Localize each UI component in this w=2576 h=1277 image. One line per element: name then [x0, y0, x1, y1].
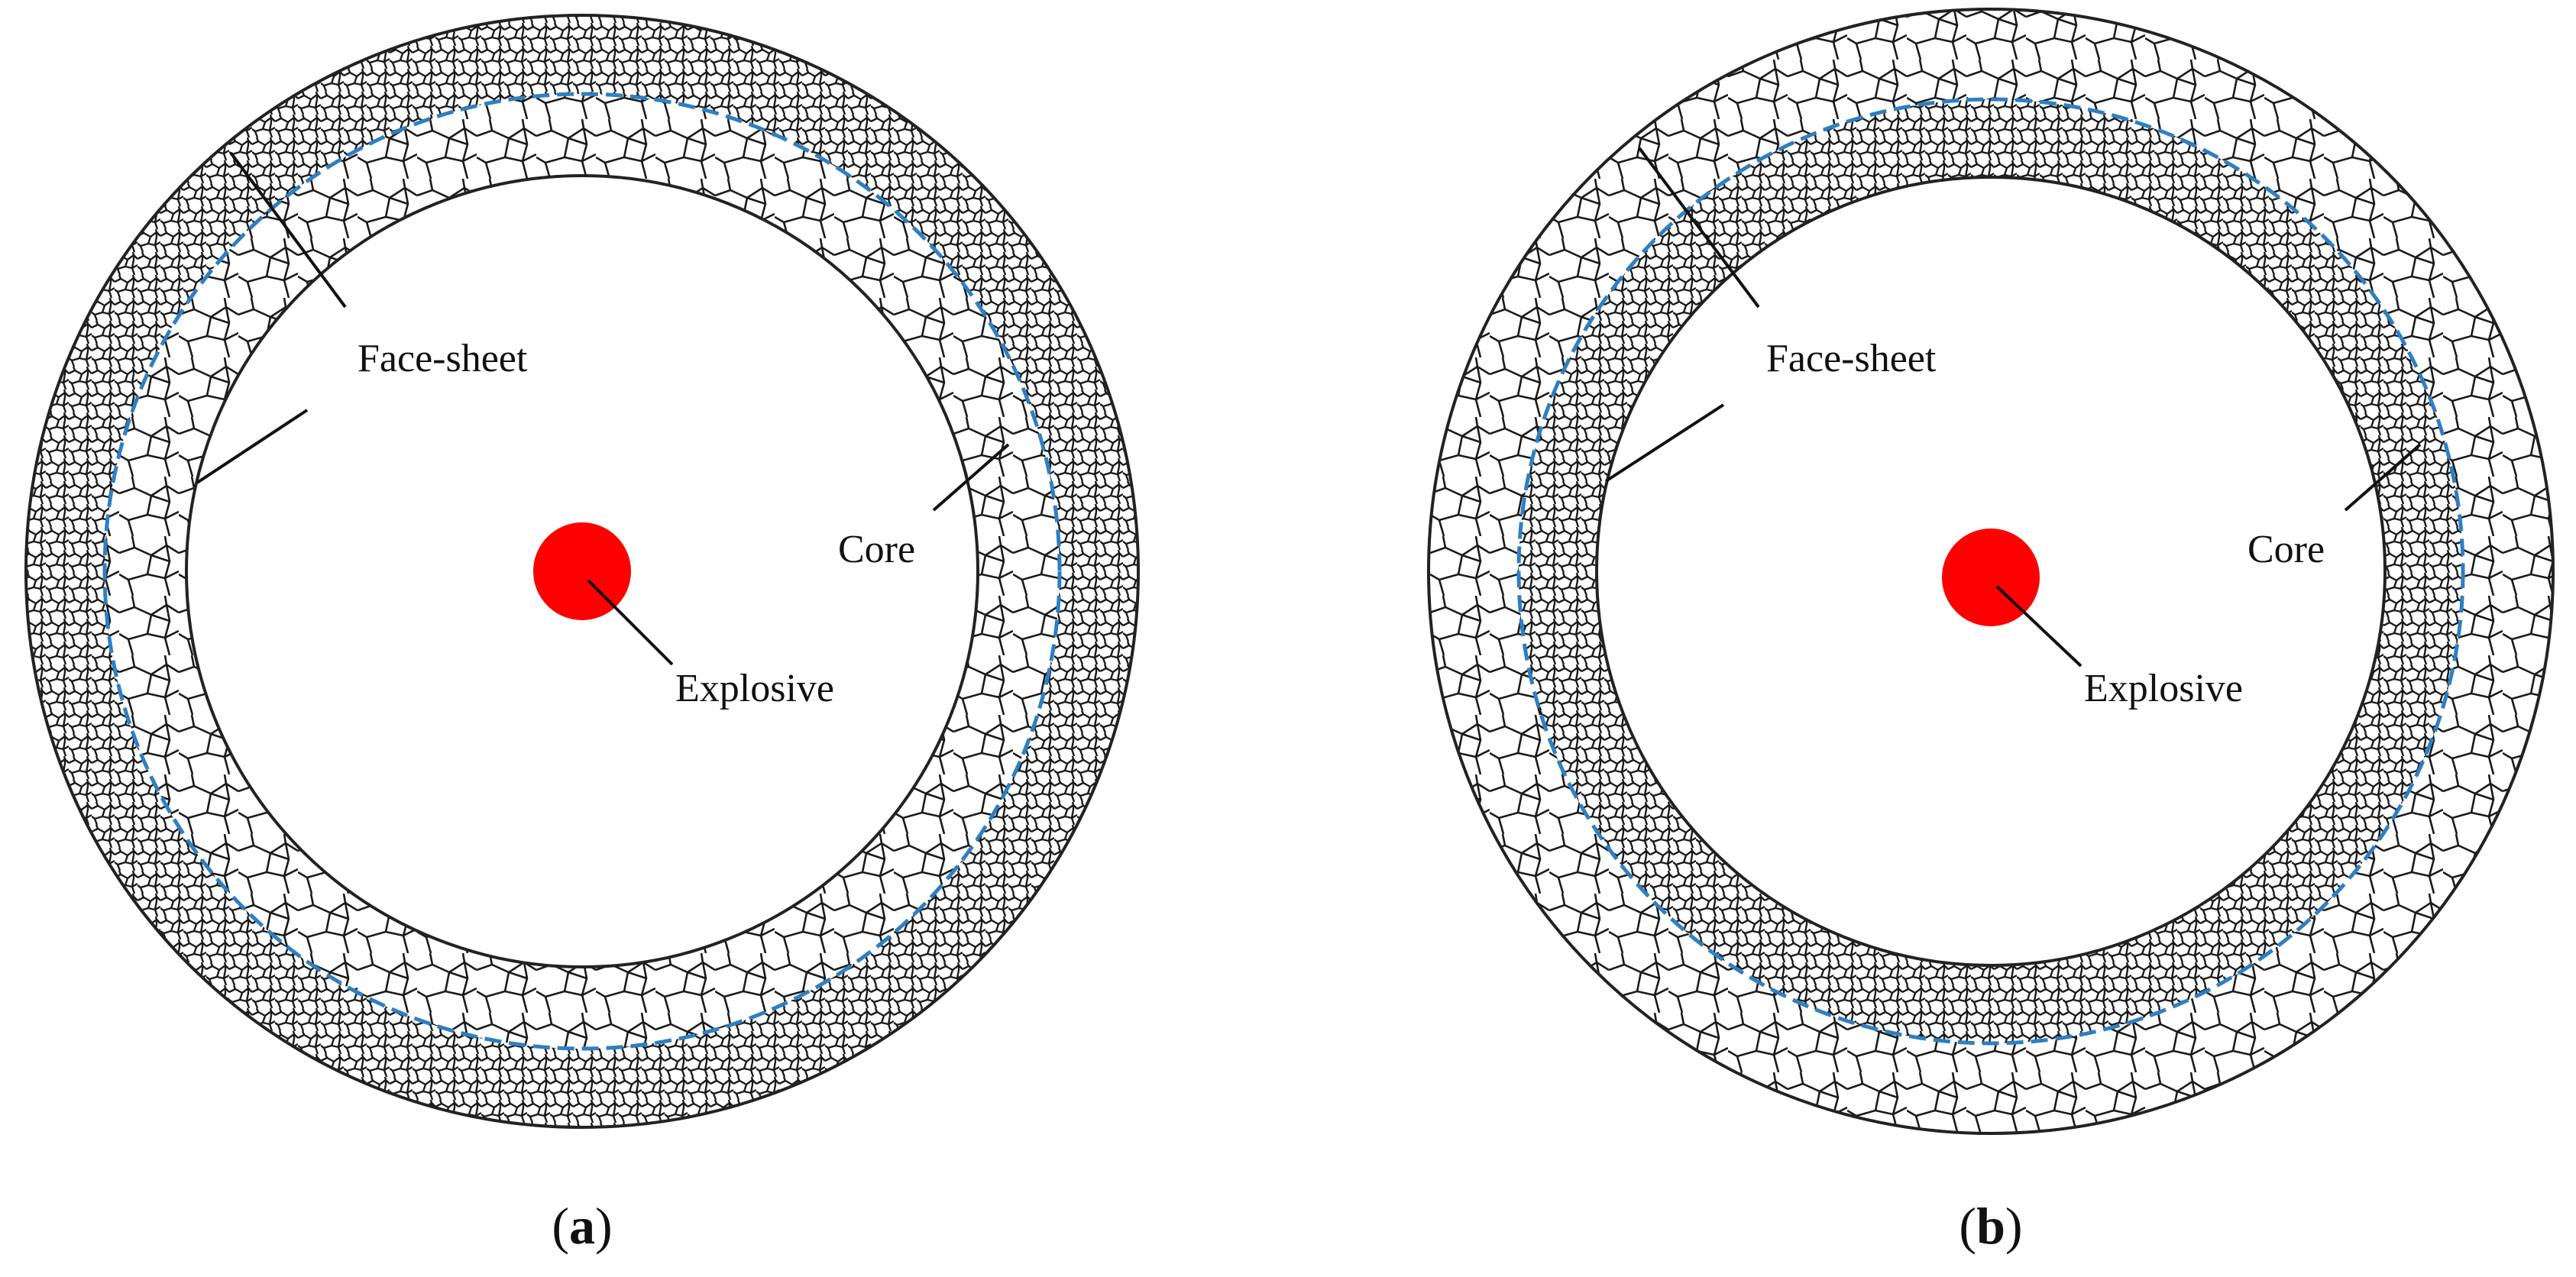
panel-a-caption: (a): [552, 1197, 612, 1255]
panel-a-core-leader: [932, 443, 1010, 512]
panel-b: Face-sheet Core Explosive (b): [1427, 8, 2555, 1255]
panel-b-face-sheet-leader-inner: [1604, 403, 1725, 483]
panel-b-face-sheet-leader-outer: [1638, 147, 1760, 309]
panel-a-explosive-charge: [533, 522, 631, 620]
panel-a-face-sheet-leader-inner: [196, 409, 309, 484]
panel-b-core-label: Core: [2248, 528, 2325, 571]
panel-b-explosive-label: Explosive: [2084, 667, 2243, 710]
panel-a: Face-sheet Core Explosive (a): [24, 14, 1140, 1255]
panel-b-interface-dashed-line: [1516, 97, 2465, 1046]
panel-a-interface-dashed-line: [102, 92, 1062, 1051]
panel-b-caption: (b): [1959, 1197, 2022, 1255]
panel-a-face-sheet-leader-outer: [229, 151, 347, 309]
panel-b-face-sheet-label: Face-sheet: [1766, 337, 1937, 380]
panel-b-core-leader: [2344, 443, 2422, 512]
panel-a-explosive-label: Explosive: [675, 667, 834, 710]
panel-a-face-sheet-label: Face-sheet: [358, 337, 528, 380]
panel-a-explosive-leader: [587, 579, 674, 666]
panel-b-explosive-leader: [1995, 585, 2082, 668]
panel-a-core-label: Core: [838, 528, 915, 571]
